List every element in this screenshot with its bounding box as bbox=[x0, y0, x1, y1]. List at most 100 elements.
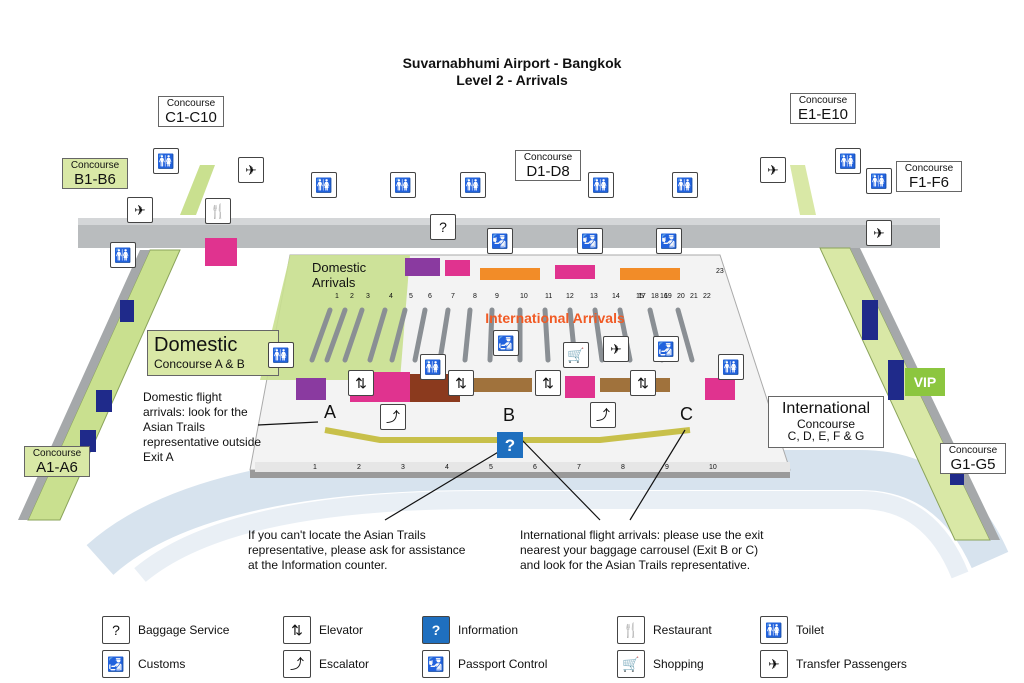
toilet-icon: 🚻 bbox=[460, 172, 486, 198]
legend-baggage-service: ? Baggage Service bbox=[102, 616, 229, 644]
elevator-icon: ⇅ bbox=[283, 616, 311, 644]
toilet-icon: 🚻 bbox=[390, 172, 416, 198]
toilet-icon: 🚻 bbox=[760, 616, 788, 644]
elevator-icon: ⇅ bbox=[535, 370, 561, 396]
carousel-number: 16 bbox=[660, 293, 668, 300]
information-note: If you can't locate the Asian Trails rep… bbox=[248, 528, 466, 572]
elevator-icon: ⇅ bbox=[348, 370, 374, 396]
carousel-number: 4 bbox=[389, 293, 393, 300]
baggage-service-icon: ? bbox=[430, 214, 456, 240]
svg-text:?: ? bbox=[505, 436, 515, 455]
carousel-number: 7 bbox=[451, 293, 455, 300]
carousel-number: 20 bbox=[677, 293, 685, 300]
information-icon: ? bbox=[422, 616, 450, 644]
carousel-number: 13 bbox=[590, 293, 598, 300]
escalator-icon: ⤴ bbox=[590, 402, 616, 428]
international-concourse-box: International Concourse C, D, E, F & G bbox=[768, 396, 884, 448]
carousel-number: 3 bbox=[366, 293, 370, 300]
vip-lounge: VIP bbox=[905, 368, 945, 396]
exit-door-number: 9 bbox=[665, 464, 669, 471]
carousel-number: 21 bbox=[690, 293, 698, 300]
exit-door-number: 6 bbox=[533, 464, 537, 471]
toilet-icon: 🚻 bbox=[866, 168, 892, 194]
domestic-concourse-box: Domestic Concourse A & B bbox=[147, 330, 279, 376]
domestic-arrivals-label: Domestic Arrivals bbox=[312, 260, 367, 290]
exit-door-number: 10 bbox=[709, 464, 717, 471]
legend-information: ? Information bbox=[422, 616, 518, 644]
transfer-passengers-icon: ✈ bbox=[760, 157, 786, 183]
map-title: Suvarnabhumi Airport - Bangkok bbox=[402, 55, 622, 71]
exit-a-label: A bbox=[324, 402, 337, 422]
transfer-passengers-icon: ✈ bbox=[238, 157, 264, 183]
toilet-icon: 🚻 bbox=[420, 354, 446, 380]
shop-block bbox=[205, 238, 237, 266]
legend-passport-control: 🛂 Passport Control bbox=[422, 650, 547, 678]
international-arrivals-label: International Arrivals bbox=[485, 310, 625, 326]
escalator-icon: ⤴ bbox=[283, 650, 311, 678]
legend-escalator: ⤴ Escalator bbox=[283, 650, 369, 678]
customs-icon: 🛃 bbox=[102, 650, 130, 678]
road-inner bbox=[134, 491, 969, 582]
toilet-icon: 🚻 bbox=[588, 172, 614, 198]
concourse-a-walkway bbox=[27, 249, 181, 521]
exit-c-label: C bbox=[680, 404, 693, 424]
toilet-icon: 🚻 bbox=[268, 342, 294, 368]
exit-door-number: 1 bbox=[313, 464, 317, 471]
exit-door-number: 4 bbox=[445, 464, 449, 471]
restaurant-icon: 🍴 bbox=[617, 616, 645, 644]
legend-restaurant: 🍴 Restaurant bbox=[617, 616, 712, 644]
shopping-icon: 🛒 bbox=[617, 650, 645, 678]
legend-toilet: 🚻 Toilet bbox=[760, 616, 824, 644]
carousel-number: 2 bbox=[350, 293, 354, 300]
restaurant-icon: 🍴 bbox=[205, 198, 231, 224]
legend-customs: 🛃 Customs bbox=[102, 650, 185, 678]
elevator-icon: ⇅ bbox=[630, 370, 656, 396]
customs-icon: 🛃 bbox=[493, 330, 519, 356]
carousel-number: 22 bbox=[703, 293, 711, 300]
legend-shopping: 🛒 Shopping bbox=[617, 650, 704, 678]
toilet-icon: 🚻 bbox=[835, 148, 861, 174]
customs-icon: 🛃 bbox=[653, 336, 679, 362]
exit-door-number: 3 bbox=[401, 464, 405, 471]
international-note: International flight arrivals: please us… bbox=[520, 528, 764, 572]
carousel-number: 10 bbox=[520, 293, 528, 300]
passport-control-icon: 🛂 bbox=[656, 228, 682, 254]
carousel-number: 23 bbox=[716, 268, 724, 275]
legend-transfer-passengers: ✈ Transfer Passengers bbox=[760, 650, 907, 678]
carousel-number: 8 bbox=[473, 293, 477, 300]
baggage-service-icon: ? bbox=[102, 616, 130, 644]
annotation-arrows bbox=[257, 421, 686, 521]
toilet-icon: 🚻 bbox=[311, 172, 337, 198]
carousel-number: 5 bbox=[409, 293, 413, 300]
map-subtitle: Level 2 - Arrivals bbox=[456, 72, 568, 88]
carousel-number: 14 bbox=[612, 293, 620, 300]
carousel-number: 18 bbox=[651, 293, 659, 300]
passport-control-icon: 🛂 bbox=[487, 228, 513, 254]
exit-b-label: B bbox=[503, 405, 516, 425]
carousel-number: 19 bbox=[664, 293, 672, 300]
transfer-passengers-icon: ✈ bbox=[760, 650, 788, 678]
carousel-number: 17 bbox=[638, 293, 646, 300]
transfer-passengers-icon: ✈ bbox=[127, 197, 153, 223]
passport-control-icon: 🛂 bbox=[422, 650, 450, 678]
elevator-icon: ⇅ bbox=[448, 370, 474, 396]
exit-door-number: 5 bbox=[489, 464, 493, 471]
exit-door-number: 8 bbox=[621, 464, 625, 471]
escalator-icon: ⤴ bbox=[380, 404, 406, 430]
toilet-icon: 🚻 bbox=[672, 172, 698, 198]
transfer-passengers-icon: ✈ bbox=[603, 336, 629, 362]
toilet-icon: 🚻 bbox=[110, 242, 136, 268]
shopping-icon: 🛒 bbox=[563, 342, 589, 368]
carousel-number: 9 bbox=[495, 293, 499, 300]
transfer-passengers-icon: ✈ bbox=[866, 220, 892, 246]
exit-door-number: 2 bbox=[357, 464, 361, 471]
carousel-number: 1 bbox=[335, 293, 339, 300]
terminal-map: ? International Arrivals bbox=[18, 165, 1009, 582]
